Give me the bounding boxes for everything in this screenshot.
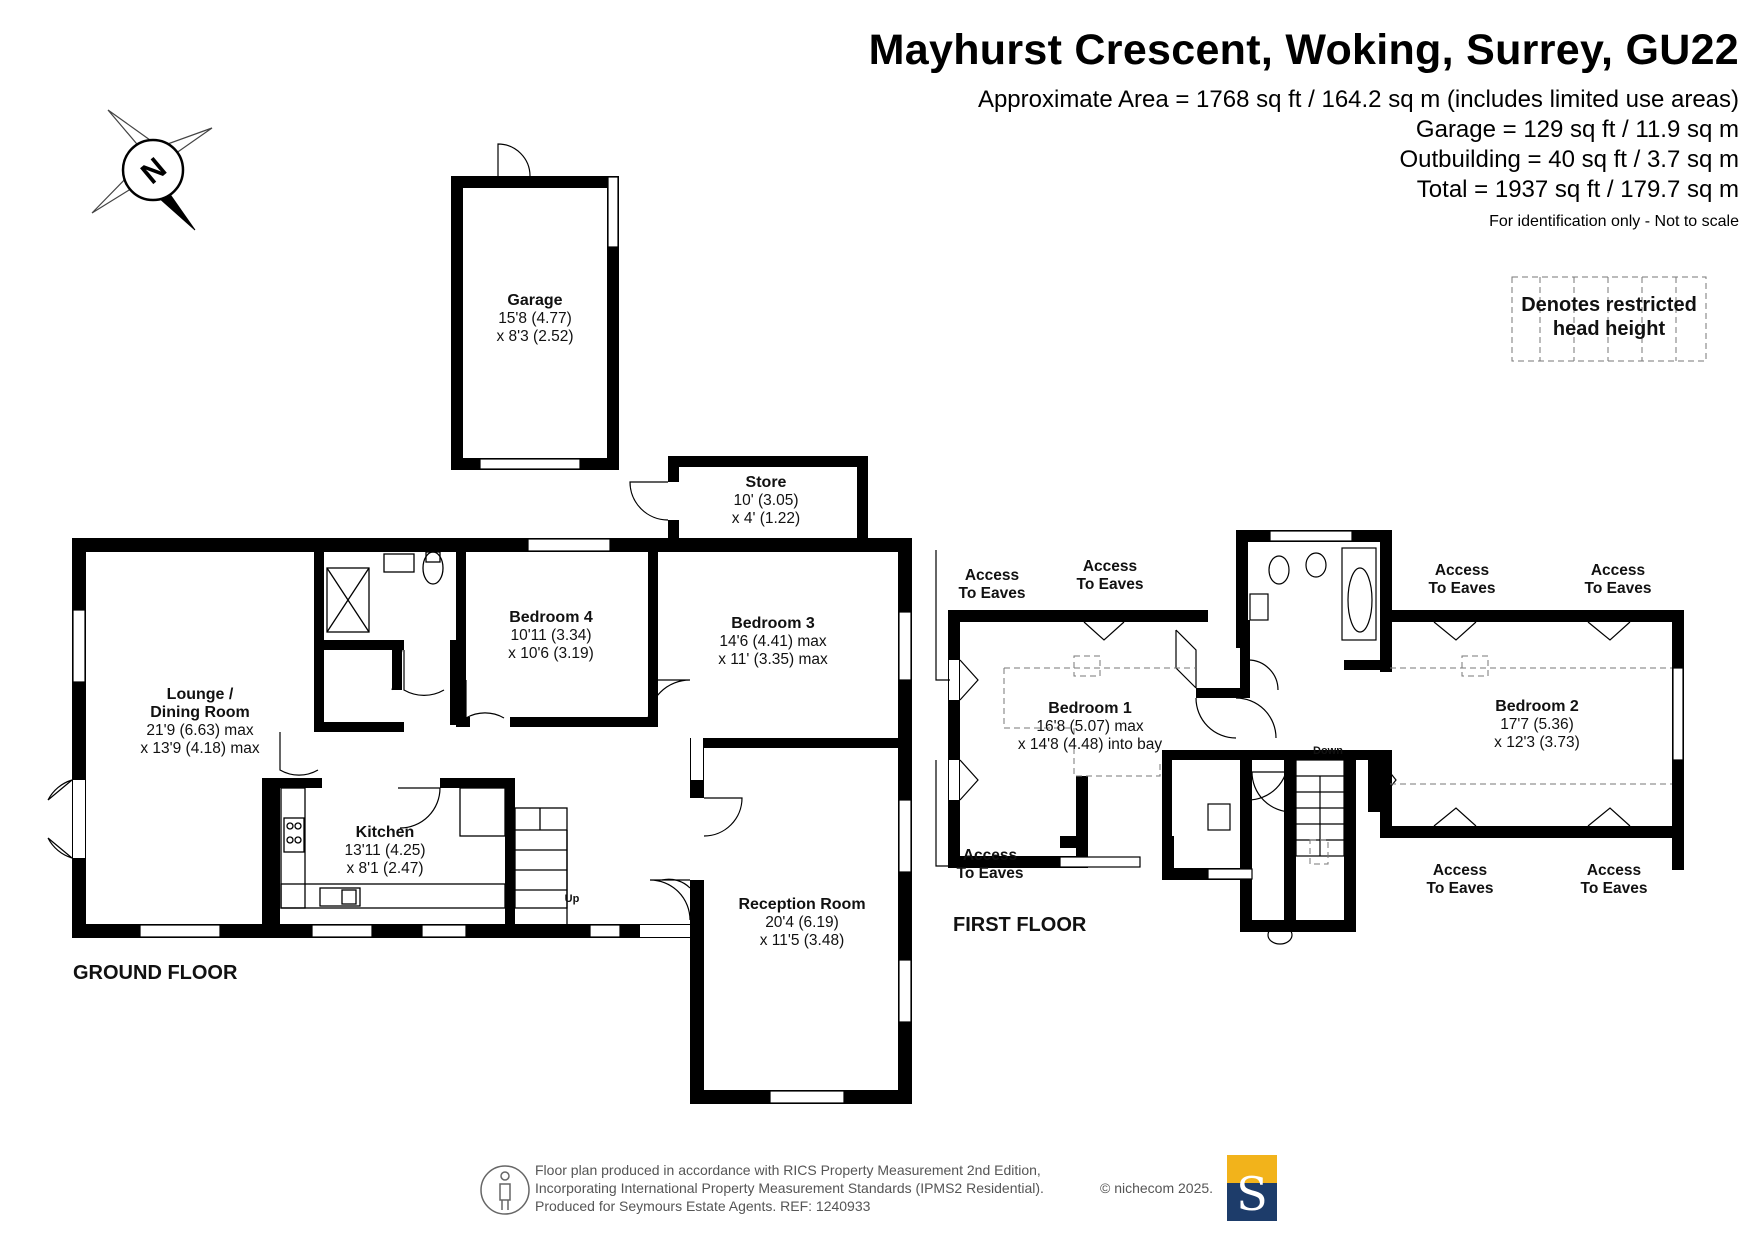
room-bedroom-1: Bedroom 1 16'8 (5.07) max x 14'8 (4.48) … [1018,700,1162,754]
room-name: Lounge / [166,686,234,703]
room-dimension: 20'4 (6.19) [765,914,839,931]
room-dimension: 10' (3.05) [733,492,799,509]
room-dimension: 14'6 (4.41) max [719,633,827,650]
room-store: Store 10' (3.05) x 4' (1.22) [732,474,800,528]
room-name: Bedroom 2 [1495,698,1579,715]
room-dimension: x 11' (3.35) max [718,651,828,668]
room-name: Garage [507,292,563,309]
logo-letter: S [1236,1167,1268,1221]
room-name-line-2: Dining Room [150,704,250,721]
seymours-logo: S [1227,1155,1277,1221]
room-bedroom-4: Bedroom 4 10'11 (3.34) x 10'6 (3.19) [508,609,594,663]
room-dimension: x 10'6 (3.19) [508,645,594,662]
room-kitchen: Kitchen 13'11 (4.25) x 8'1 (2.47) [344,824,425,878]
room-lounge-dining: Lounge / Dining Room 21'9 (6.63) max x 1… [140,686,259,758]
room-name: Store [745,474,787,491]
footer-line-2: Incorporating International Property Mea… [535,1180,1044,1196]
approximate-area: Approximate Area = 1768 sq ft / 164.2 sq… [977,86,1739,113]
property-title: Mayhurst Crescent, Woking, Surrey, GU22 [868,26,1739,74]
room-dimension: x 13'9 (4.18) max [140,740,260,757]
ground-floor-label: GROUND FLOOR [73,962,238,984]
restricted-height-legend: Denotes restricted head height [1512,277,1706,361]
room-dimension: 16'8 (5.07) max [1036,718,1144,735]
room-dimension: x 8'1 (2.47) [346,860,424,877]
footer-line-1: Floor plan produced in accordance with R… [535,1162,1041,1178]
stairs-down-label: Down [1313,745,1343,757]
stairs-up-label: Up [564,893,580,905]
garage-area: Garage = 129 sq ft / 11.9 sq m [1415,116,1739,143]
legend-line-1: Denotes restricted [1521,294,1697,316]
total-area: Total = 1937 sq ft / 179.7 sq m [1416,176,1739,203]
room-dimension: 17'7 (5.36) [1500,716,1574,733]
room-bedroom-2: Bedroom 2 17'7 (5.36) x 12'3 (3.73) [1494,698,1580,752]
room-name: Bedroom 4 [509,609,593,626]
room-dimension: x 14'8 (4.48) into bay [1017,736,1163,753]
room-dimension: 10'11 (3.34) [510,627,592,644]
room-dimension: x 12'3 (3.73) [1494,734,1580,751]
footer-notes: Floor plan produced in accordance with R… [535,1161,1044,1215]
disclaimer: For identification only - Not to scale [1489,213,1739,230]
room-name: Bedroom 3 [731,615,815,632]
first-floor-label: FIRST FLOOR [953,914,1087,936]
room-bedroom-3: Bedroom 3 14'6 (4.41) max x 11' (3.35) m… [718,615,828,669]
legend-line-2: head height [1552,318,1666,340]
room-dimension: 15'8 (4.77) [498,310,572,327]
room-dimension: 13'11 (4.25) [344,842,426,859]
footer-line-3: Produced for Seymours Estate Agents. REF… [535,1198,871,1214]
outbuilding-area: Outbuilding = 40 sq ft / 3.7 sq m [1399,146,1739,173]
room-dimension: x 11'5 (3.48) [759,932,845,949]
room-name: Kitchen [355,824,415,841]
rics-measurement-icon [480,1165,530,1215]
room-name: Bedroom 1 [1048,700,1132,717]
room-dimension: x 8'3 (2.52) [496,328,574,345]
room-dimension: x 4' (1.22) [731,510,801,527]
nichecom-credit: © nichecom 2025. [1100,1180,1214,1196]
room-garage: Garage 15'8 (4.77) x 8'3 (2.52) [496,292,573,346]
room-name: Reception Room [738,896,866,913]
compass-rose: N [91,109,213,231]
room-dimension: 21'9 (6.63) max [146,722,254,739]
room-reception: Reception Room 20'4 (6.19) x 11'5 (3.48) [738,896,865,950]
